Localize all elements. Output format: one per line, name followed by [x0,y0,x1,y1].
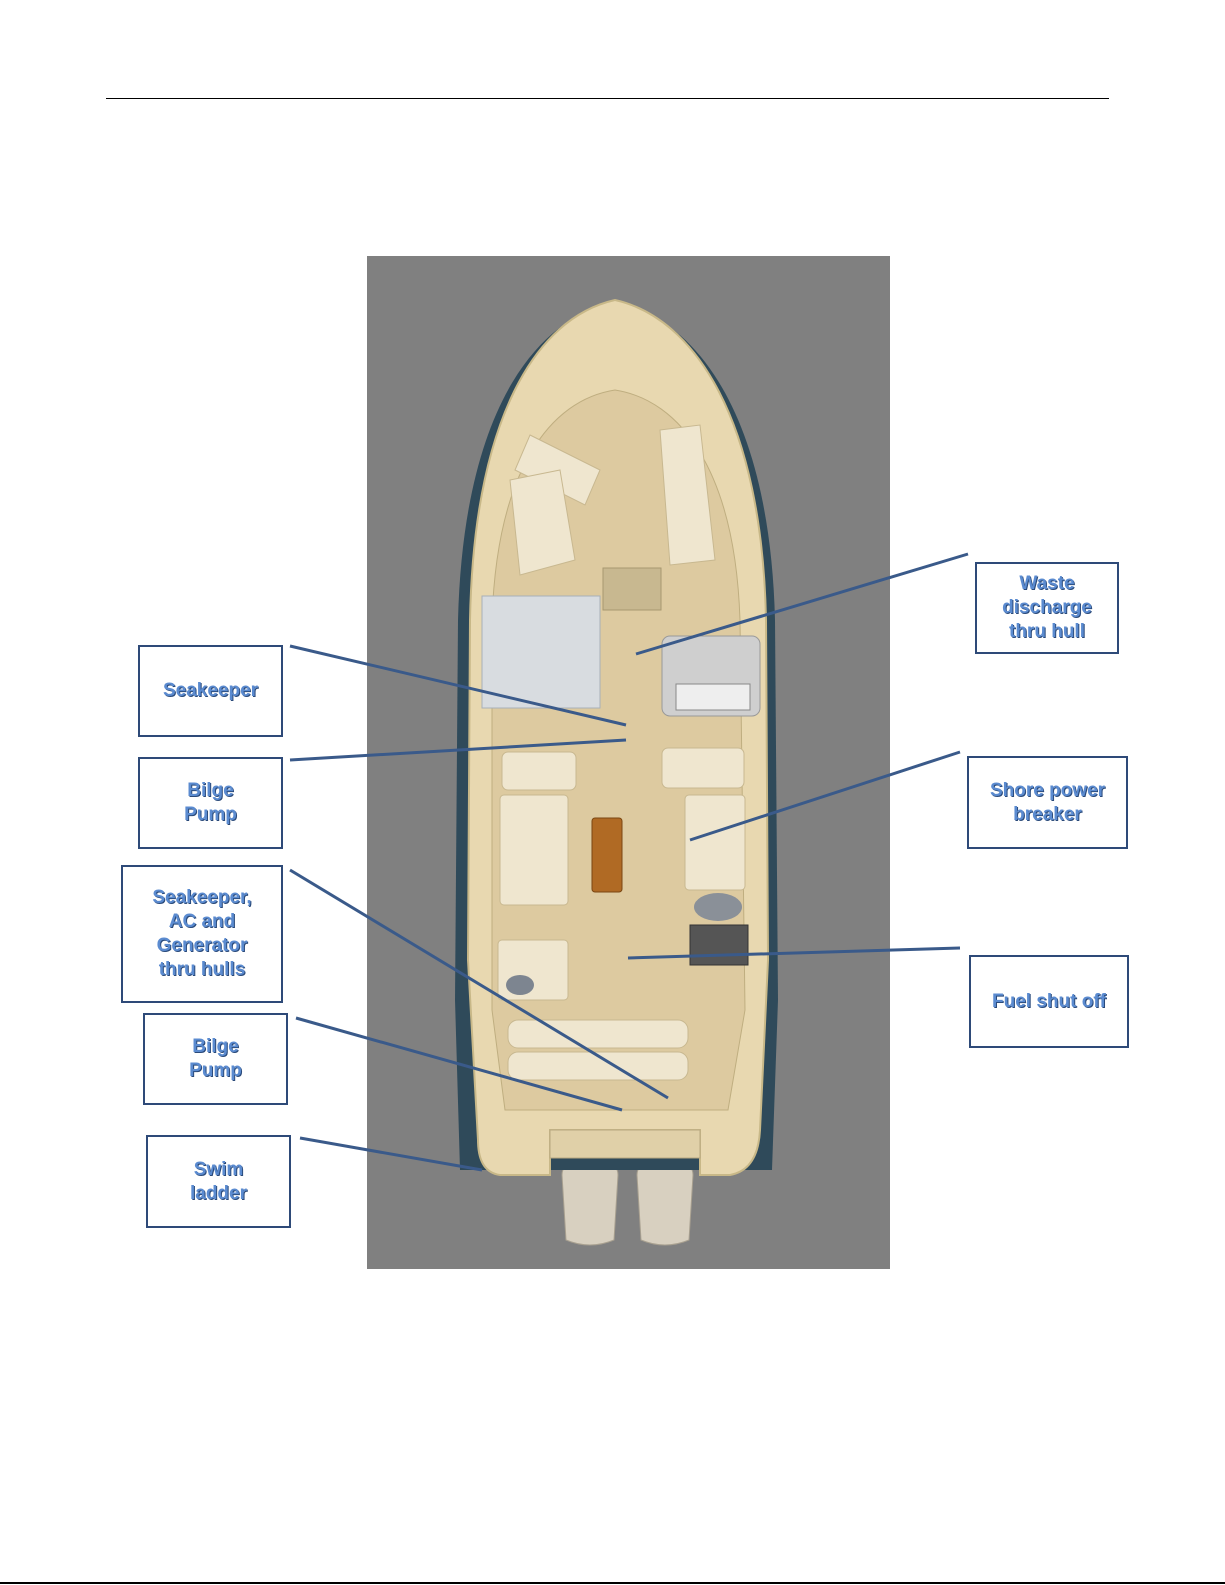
callout-fuel-shut-off: Fuel shut off [969,955,1129,1048]
callout-label: Waste discharge thru hull [1002,572,1092,644]
callout-label: Seakeeper, AC and Generator thru hulls [152,886,251,982]
callout-waste-discharge: Waste discharge thru hull [975,562,1119,654]
hatch [603,568,661,610]
cabin-area [482,596,600,708]
callout-seakeeper: Seakeeper [138,645,283,737]
teak-table [592,818,622,892]
callout-label: Swim ladder [190,1158,247,1206]
callout-label: Bilge Pump [184,779,237,827]
swim-platform [550,1130,700,1158]
grill [690,925,748,965]
callout-bilge-pump-upper: Bilge Pump [138,757,283,849]
callout-label: Seakeeper [163,679,258,703]
callout-swim-ladder: Swim ladder [146,1135,291,1228]
callout-label: Bilge Pump [189,1035,242,1083]
callout-shore-power: Shore power breaker [967,756,1128,849]
callout-thru-hulls: Seakeeper, AC and Generator thru hulls [121,865,283,1003]
callout-label: Shore power breaker [990,779,1105,827]
callout-label: Fuel shut off [992,990,1106,1014]
callout-bilge-pump-lower: Bilge Pump [143,1013,288,1105]
footer-rule [0,1582,1225,1584]
